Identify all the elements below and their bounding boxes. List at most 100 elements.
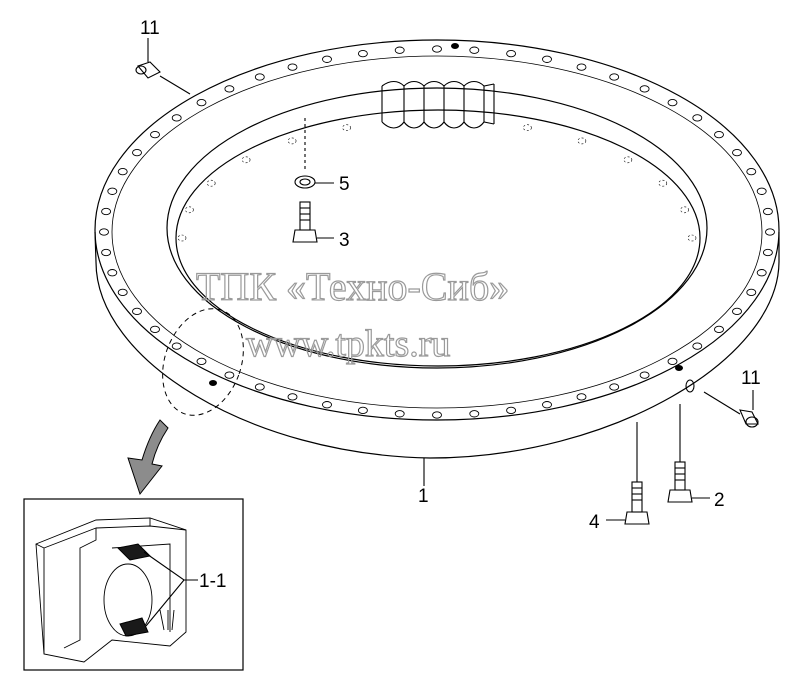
callout-3: 3 (339, 230, 350, 251)
bolt-hole (117, 288, 128, 297)
bolt-hole (357, 406, 368, 415)
bolt-hole (394, 410, 405, 418)
callout-1-1: 1-1 (199, 571, 226, 592)
bolt-hole (432, 411, 442, 419)
bolt-hole (101, 248, 112, 257)
bolt-hole (132, 148, 142, 157)
bolt-hole (609, 73, 620, 81)
bolt-hole (576, 393, 587, 401)
inner-bolt-hole (523, 124, 532, 131)
bolt-hole (99, 228, 109, 236)
bolt-hole (609, 383, 620, 391)
bolt-hole (171, 342, 182, 350)
bolt-hole (196, 357, 207, 366)
callout-4: 4 (589, 512, 600, 533)
bolt-hole (150, 325, 160, 334)
bolt-hole (765, 228, 775, 236)
inner-bolt-hole (241, 156, 251, 164)
bolt-hole (224, 371, 235, 379)
bolt-hole (732, 307, 742, 316)
bolt-hole (150, 130, 160, 139)
bolt-hole (714, 325, 724, 334)
detail-inset (23, 498, 244, 671)
inner-bolt-hole (206, 179, 216, 187)
detail-highlight-ellipse (162, 308, 244, 416)
inner-opening (166, 87, 708, 369)
bolt-hole (107, 187, 118, 195)
bolt-hole (692, 114, 703, 122)
inner-bolt-hole (185, 206, 194, 214)
gear-teeth-segment (381, 80, 495, 129)
bolt-hole (756, 269, 767, 277)
bolt-hole (117, 167, 128, 176)
inner-bolt-hole (687, 234, 697, 242)
bolt-hole (542, 55, 552, 63)
bolt-hole (171, 114, 182, 122)
bolt-hole (254, 73, 265, 81)
bolt-hole (224, 85, 235, 93)
bolt-hole (714, 130, 724, 139)
bolt-hole (762, 248, 773, 257)
inner-bolt-hole (658, 179, 668, 187)
callout-2: 2 (714, 490, 725, 511)
bolt-hole (101, 207, 112, 216)
bolt-hole (469, 46, 480, 54)
callout-11-right: 11 (741, 368, 761, 389)
bolt-holes (99, 45, 775, 419)
bolt-hole (322, 401, 332, 409)
bolt-outer-2 (667, 404, 710, 503)
inner-bolt-hole (577, 137, 587, 145)
inner-bolt-hole (342, 124, 351, 131)
ring-step (111, 55, 763, 409)
bolt-hole (639, 85, 650, 93)
detail-inset-frame (23, 498, 244, 671)
seal-lower (119, 617, 149, 637)
grease-fitting-right (685, 379, 759, 428)
bolt-hole (357, 49, 368, 58)
bolt-hole (469, 410, 480, 418)
bolt-hole (506, 406, 517, 415)
washer (294, 118, 334, 189)
bolt-hole (667, 357, 678, 366)
inner-bolt-hole (623, 156, 633, 164)
bolt-hole (746, 288, 757, 297)
bolt-outer-4 (606, 422, 650, 525)
outer-ring-top-edge (94, 39, 780, 421)
inner-bolt-hole (287, 137, 297, 145)
bolt-hole (639, 371, 650, 379)
outer-ring-side (95, 261, 780, 459)
bolt-hole (287, 63, 298, 71)
bolt-hole (692, 342, 703, 350)
bolt-hole (746, 167, 757, 176)
bolt-hole (432, 45, 442, 53)
watermark-line1: ТПК «Техно-Сиб» (196, 264, 509, 309)
callout-1: 1 (418, 486, 429, 507)
bolt-hole (287, 393, 298, 401)
bolt-inner (292, 201, 334, 243)
bolt-hole (576, 63, 587, 71)
bolt-hole (132, 307, 142, 316)
inner-bolt-hole (177, 234, 187, 242)
inner-bolt-hole (680, 206, 689, 214)
bolt-hole (762, 207, 773, 216)
leader-1-1 (143, 551, 198, 627)
bolt-hole (254, 383, 265, 391)
watermark-line2: www.tpkts.ru (246, 323, 450, 365)
detail-arrow (127, 419, 169, 496)
grease-holes (209, 43, 683, 386)
bolt-hole (667, 98, 678, 107)
bolt-hole (506, 49, 517, 58)
bolt-hole (394, 46, 405, 54)
slewing-ring-bearing (94, 39, 780, 459)
inner-opening-lip (175, 109, 701, 367)
bolt-hole (107, 269, 118, 277)
bolt-hole (196, 98, 207, 107)
callout-5: 5 (339, 174, 350, 195)
bolt-hole (542, 401, 552, 409)
grease-fitting-top (135, 38, 191, 95)
bolt-hole (732, 148, 742, 157)
bolt-hole (322, 55, 332, 63)
bolt-hole (756, 187, 767, 195)
callout-11-top: 11 (140, 18, 160, 39)
